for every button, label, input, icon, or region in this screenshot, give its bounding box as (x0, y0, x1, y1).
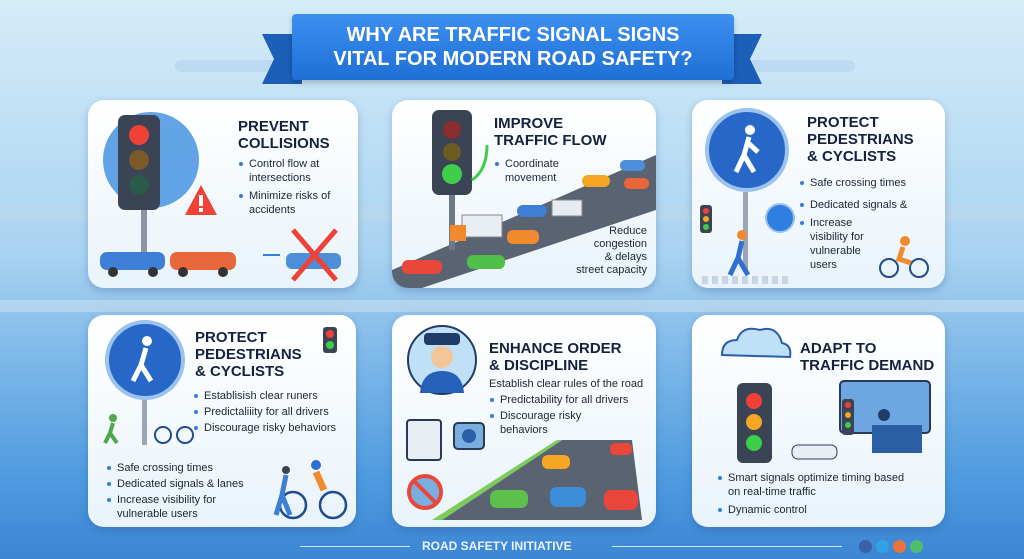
title-line-1: WHY ARE TRAFFIC SIGNAL SIGNS (346, 24, 680, 46)
bullet: Minimize risks of accidents (238, 189, 353, 217)
bullet: Predictability for all drivers (489, 393, 654, 407)
no-crash-illustration (263, 228, 341, 282)
cyclist-illustration (879, 236, 929, 278)
lead-text: Establish clear rules of the road (489, 378, 644, 390)
bullet: Predictaliiity for all drivers (193, 405, 353, 419)
card-title: & CYCLISTS (195, 363, 285, 380)
facebook-icon[interactable] (859, 540, 872, 553)
bullet: Control flow at intersections (238, 157, 353, 185)
card-title: & CYCLISTS (807, 148, 897, 165)
background-road (0, 300, 1024, 312)
police-and-road-illustration (406, 325, 642, 520)
bullet: Safe crossing times (106, 461, 266, 475)
card-title: PROTECT (195, 329, 267, 346)
card-title: PEDESTRIANS (195, 346, 302, 363)
note-line: Reduce (609, 225, 647, 237)
card-title: IMPROVE (494, 115, 564, 132)
bullet: Increase visibility for vulnerable users (106, 493, 266, 521)
footer-line-right (612, 546, 842, 547)
card-title: TRAFFIC FLOW (494, 132, 607, 149)
bullet: Smart signals optimize timing based on r… (717, 471, 917, 499)
card-title: PROTECT (807, 114, 879, 131)
twitter-icon[interactable] (876, 540, 889, 553)
traffic-light-icon (323, 327, 337, 353)
bullet: Dedicated signals & (799, 198, 939, 212)
bullet: Coordinate movement (494, 157, 584, 185)
pedestrian-sign-illustration (700, 108, 795, 284)
card-title: ADAPT TO (800, 340, 877, 357)
bullet: Dynamic control (717, 503, 917, 517)
traffic-light-collision-illustration (100, 112, 236, 277)
footer-label: ROAD SAFETY INITIATIVE (422, 539, 572, 553)
note-line: street capacity (576, 264, 647, 276)
bullet: Safe crossing times (799, 176, 939, 190)
card-title: ENHANCE ORDER (489, 340, 622, 357)
card-title: TRAFFIC DEMAND (800, 357, 935, 374)
card-title: COLLISIONS (238, 135, 330, 152)
card-enhance-order: ENHANCE ORDER& DISCIPLINE Establish clea… (392, 315, 656, 527)
globe-icon[interactable] (910, 540, 923, 553)
walker-and-cyclist-illustration (273, 460, 348, 520)
bullet: Discourage risky behaviors (489, 409, 599, 437)
bullet: Dedicated signals & lanes (106, 477, 266, 491)
card-title: PEDESTRIANS (807, 131, 914, 148)
card-title: & DISCIPLINE (489, 357, 589, 374)
smart-traffic-illustration (720, 327, 931, 463)
title-line-2: VITAL FOR MODERN ROAD SAFETY? (333, 48, 693, 70)
footer-line-left (300, 546, 410, 547)
order-text-block: Establish clear rules of the road Predic… (489, 377, 654, 441)
bullet: Increase visibility for vulnerable users (799, 216, 884, 272)
note-line: congestion (593, 238, 647, 250)
bullet: Discourage risky behaviors (193, 421, 353, 435)
page-title: WHY ARE TRAFFIC SIGNAL SIGNS VITAL FOR M… (292, 14, 734, 80)
bullet: Establisish clear runers (193, 389, 353, 403)
note-line: & delays (604, 251, 647, 263)
traffic-flow-illustration (392, 110, 656, 288)
community-icon[interactable] (893, 540, 906, 553)
pedestrian-sign-illustration (103, 320, 194, 445)
card-title: PREVENT (238, 118, 309, 135)
